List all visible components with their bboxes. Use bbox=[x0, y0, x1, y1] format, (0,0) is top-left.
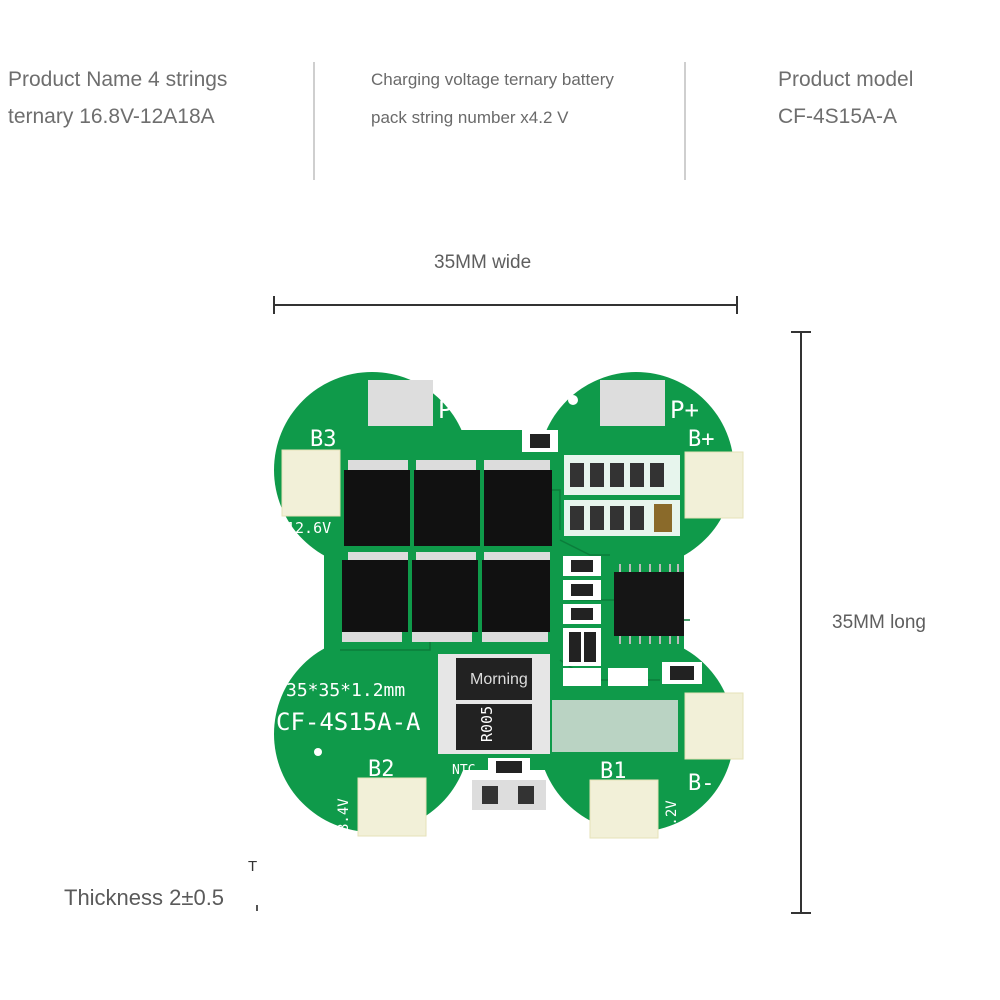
resistor-label: R005 bbox=[478, 706, 496, 742]
label-p-plus: P+ bbox=[670, 396, 699, 424]
pad-b-plus bbox=[684, 451, 744, 519]
thickness-mark: T bbox=[248, 858, 258, 875]
smd-components bbox=[522, 430, 702, 752]
divider-right bbox=[684, 62, 686, 180]
spec-product-name: Product Name 4 strings ternary 16.8V-12A… bbox=[8, 61, 298, 135]
label-p-minus: P- bbox=[438, 396, 467, 424]
label-8v: 8.4V bbox=[336, 798, 352, 832]
label-b2: B2 bbox=[368, 757, 395, 782]
pad-b-minus bbox=[684, 692, 744, 760]
label-b-plus: B+ bbox=[688, 427, 715, 452]
length-dimension-line bbox=[791, 331, 811, 914]
pad-p-minus bbox=[368, 380, 433, 426]
label-4v: 4.2V bbox=[664, 800, 680, 834]
width-label: 35MM wide bbox=[434, 252, 532, 273]
board-size-text: 35*35*1.2mm bbox=[286, 680, 405, 701]
spec-product-model-line2: CF-4S15A-A bbox=[778, 105, 898, 128]
spec-product-model-line1: Product model bbox=[778, 68, 914, 91]
ntc-label: NTC bbox=[452, 763, 475, 778]
label-12v: 12.6V bbox=[286, 519, 331, 537]
pad-p-plus bbox=[600, 380, 665, 426]
spec-charging-voltage-line2: pack string number x4.2 V bbox=[371, 108, 569, 127]
bms-board: P- P+ B3 12.6V B+ B- B2 8.4V B1 4.2V bbox=[274, 372, 744, 839]
label-b3: B3 bbox=[310, 427, 337, 452]
protection-ic bbox=[614, 572, 684, 636]
spec-charging-voltage-line1: Charging voltage ternary battery bbox=[371, 70, 614, 89]
spec-product-name-line2: ternary 16.8V-12A18A bbox=[8, 105, 215, 128]
divider-left bbox=[313, 62, 315, 180]
width-dimension-line bbox=[273, 296, 738, 314]
thickness-tick bbox=[256, 905, 258, 911]
watermark-text: Morning bbox=[470, 671, 528, 688]
board-model-text: CF-4S15A-A bbox=[276, 708, 421, 736]
label-b-minus: B- bbox=[688, 771, 715, 796]
pad-b2 bbox=[357, 777, 427, 837]
spec-product-name-line1: Product Name 4 strings bbox=[8, 68, 228, 91]
pin-one-dot bbox=[314, 748, 322, 756]
thickness-label: Thickness 2±0.5 bbox=[64, 885, 225, 910]
pad-b1 bbox=[589, 779, 659, 839]
mounting-dot bbox=[568, 395, 578, 405]
length-label: 35MM long bbox=[832, 612, 926, 633]
label-b1: B1 bbox=[600, 759, 627, 784]
spec-charging-voltage: Charging voltage ternary battery pack st… bbox=[371, 61, 671, 137]
spec-product-model: Product model CF-4S15A-A bbox=[778, 61, 998, 135]
pad-b3 bbox=[281, 449, 341, 517]
mosfet-array bbox=[342, 460, 552, 642]
